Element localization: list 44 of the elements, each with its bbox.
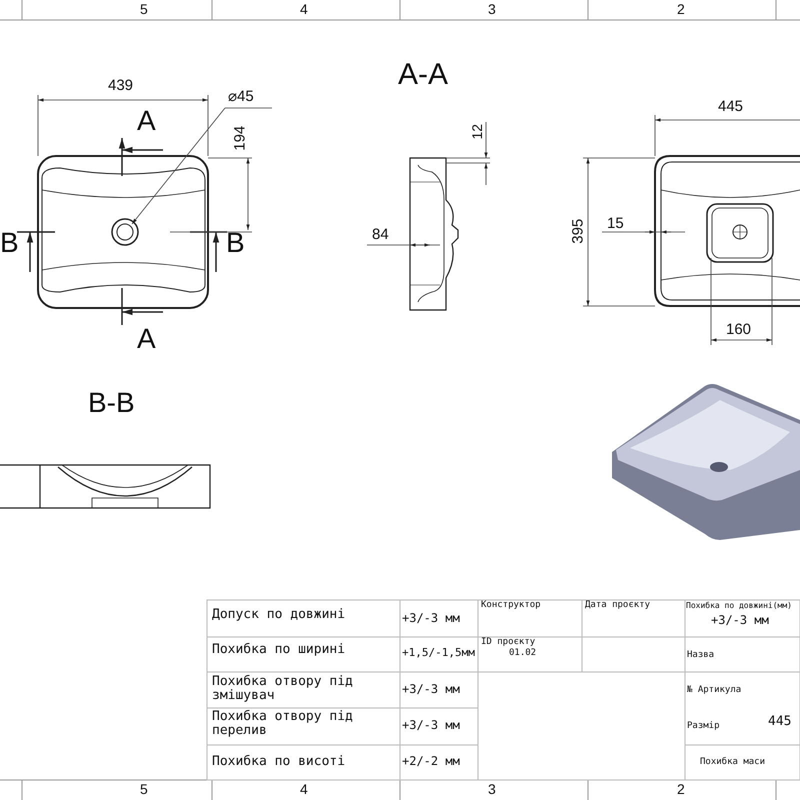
table-text: Допуск по довжині: [212, 608, 346, 622]
dimension-text: 395: [570, 218, 587, 244]
view-label: A-A: [398, 58, 448, 91]
tolerance-value: +3/-3 мм: [402, 612, 461, 626]
dimension-text: 445: [718, 99, 744, 116]
table-text: ID проєкту: [481, 638, 536, 648]
table-text: Похибка по довжині(мм): [686, 602, 792, 611]
table-text: № Артикула: [687, 686, 742, 696]
tolerance-value: +2/-2 мм: [402, 755, 460, 768]
dimension-text: 84: [372, 227, 389, 244]
dimension-text: 160: [726, 322, 752, 338]
table-text: 445: [768, 715, 792, 730]
table-text: Похибка отвору під перелив: [212, 710, 354, 739]
table-text: Дата проєкту: [585, 601, 650, 611]
table-text: Конструктор: [481, 601, 541, 611]
tolerance-value: +3/-3 мм: [402, 719, 460, 732]
tolerance-value: +3/-3 мм: [402, 683, 460, 696]
frame-number: 3: [488, 2, 496, 18]
frame-number: 4: [300, 2, 308, 18]
view-label: B-B: [88, 388, 135, 419]
dimension-text: 12: [470, 124, 486, 140]
section-letter: A: [137, 324, 156, 355]
frame-number: 4: [300, 782, 308, 798]
section-letter: A: [137, 106, 156, 137]
dimension-text: 15: [607, 216, 624, 232]
table-text: Назва: [687, 651, 714, 661]
frame-number: 2: [677, 2, 685, 18]
section-letter: B: [226, 228, 245, 259]
section-letter: B: [0, 228, 19, 259]
table-text: Похибка маси: [700, 758, 766, 768]
dimension-text: ⌀45: [228, 89, 254, 106]
table-text: 01.02: [509, 649, 536, 659]
frame-number: 5: [140, 2, 148, 18]
dimension-text: 194: [232, 126, 249, 151]
dimension-text: 439: [108, 78, 134, 94]
frame-number: 5: [140, 782, 148, 798]
table-text: Похибка по висоті: [212, 755, 346, 770]
table-text: Похибка отвору під змішувач: [212, 675, 354, 704]
frame-number: 3: [488, 782, 496, 798]
tolerance-value: +3/-3 мм: [711, 614, 769, 628]
table-text: Похибка по ширині: [212, 643, 346, 658]
frame-number: 2: [677, 782, 685, 798]
table-text: Размір: [687, 722, 720, 732]
tolerance-value: +1,5/-1,5мм: [402, 647, 475, 660]
